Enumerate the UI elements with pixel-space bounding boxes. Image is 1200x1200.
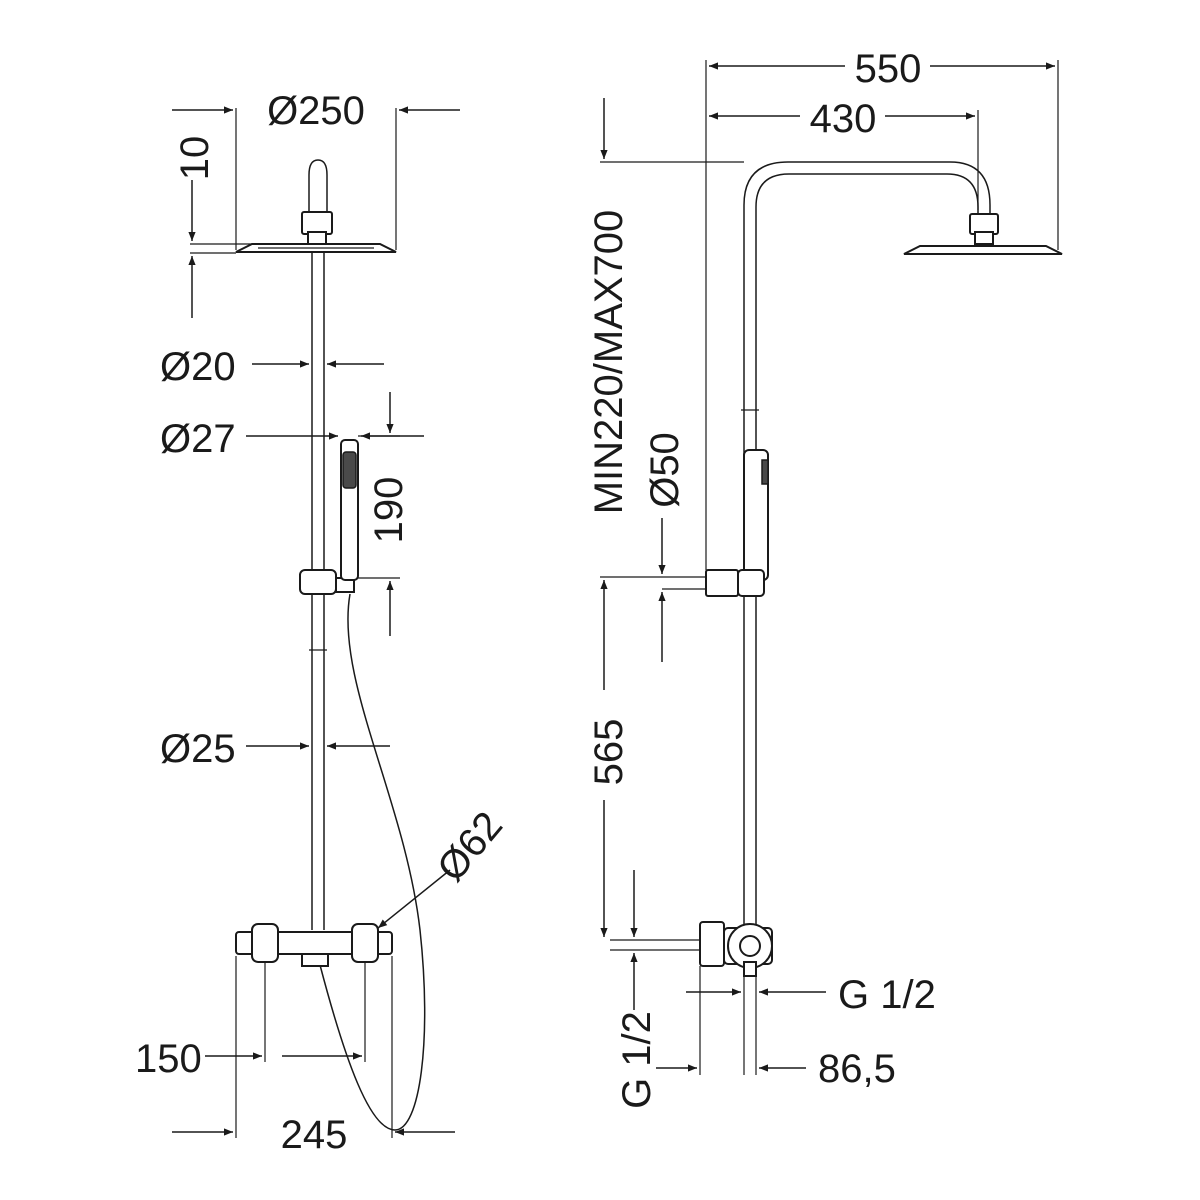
front-thermostatic-valve — [235, 923, 393, 967]
side-wall-support — [600, 569, 765, 597]
dim-head-diameter: Ø250 — [172, 89, 460, 250]
side-view: 550 430 MIN220/MAX700 Ø50 565 — [587, 47, 1063, 1109]
dim-inlet-right: G 1/2 — [686, 970, 936, 1075]
dim-inlet-projection: 86,5 — [656, 966, 896, 1091]
dim-inlet-right-label: G 1/2 — [838, 973, 936, 1017]
side-riser-and-arm — [741, 161, 991, 930]
dim-top-bar-diameter-label: Ø20 — [160, 345, 236, 389]
dim-valve-width-label: 245 — [281, 1113, 348, 1157]
dim-lower-bar-diameter-label: Ø25 — [160, 727, 236, 771]
dim-hand-shower-length-label: 190 — [367, 477, 411, 544]
dim-head-diameter-label: Ø250 — [267, 89, 365, 133]
side-hand-shower — [743, 449, 769, 581]
front-hand-shower — [299, 439, 426, 1131]
dim-wall-support-diameter-label: Ø50 — [643, 432, 687, 508]
dim-bracket-to-inlet-label: 565 — [587, 719, 631, 786]
dim-top-bar-diameter: Ø20 — [160, 345, 384, 389]
dim-height-adjustment: MIN220/MAX700 — [587, 98, 744, 514]
dim-overall-reach-label: 550 — [855, 47, 922, 91]
dim-hand-shower-diameter-label: Ø27 — [160, 417, 236, 461]
dim-hand-shower-length: 190 — [358, 392, 411, 636]
dim-centers-label: 150 — [135, 1037, 202, 1081]
dim-inlet-left: G 1/2 — [615, 870, 659, 1109]
dim-head-thickness-label: 10 — [173, 136, 217, 181]
side-valve — [610, 921, 773, 977]
dim-wall-support-diameter: Ø50 — [643, 432, 687, 662]
dim-inlet-projection-label: 86,5 — [818, 1047, 896, 1091]
dim-hand-shower-diameter: Ø27 — [160, 417, 424, 461]
dim-overall-reach: 550 — [705, 47, 1059, 570]
dim-lower-bar-diameter: Ø25 — [160, 727, 390, 771]
front-view: Ø250 10 Ø20 Ø27 190 — [135, 89, 511, 1157]
dim-arm-reach-label: 430 — [810, 97, 877, 141]
side-shower-head — [903, 213, 1063, 255]
front-shower-head — [235, 159, 397, 253]
dim-valve-width: 245 — [172, 956, 455, 1157]
dim-arm-reach: 430 — [709, 97, 979, 210]
dim-head-thickness: 10 — [173, 136, 300, 318]
dim-height-adjustment-label: MIN220/MAX700 — [587, 210, 631, 515]
dim-bracket-to-inlet: 565 — [587, 580, 631, 937]
dim-centers: 150 — [135, 962, 366, 1081]
dim-valve-diameter: Ø62 — [377, 804, 511, 929]
dim-inlet-left-label: G 1/2 — [615, 1011, 659, 1109]
